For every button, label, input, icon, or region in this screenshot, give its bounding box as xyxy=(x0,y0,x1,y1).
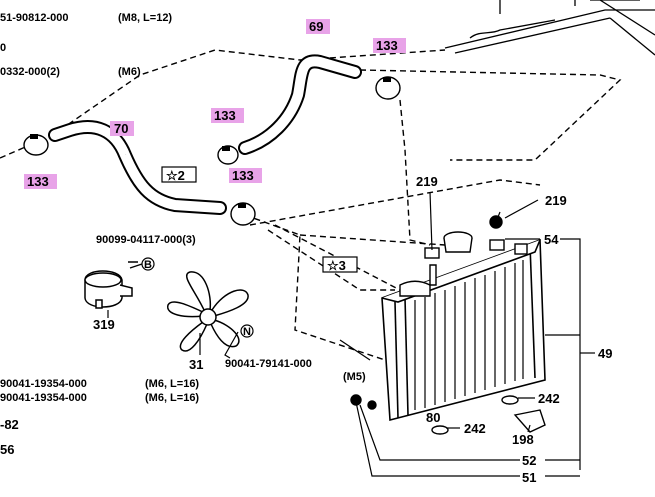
part-left1-spec: (M6, L=16) xyxy=(145,378,199,390)
ref-b-circle xyxy=(141,257,155,271)
callout-242-left: 242 xyxy=(464,421,486,436)
callout-219-left: 219 xyxy=(416,174,438,189)
part-left1: 90041-19354-000 xyxy=(0,378,87,390)
callout-49: 49 xyxy=(598,346,612,361)
part-bolt: 90099-04117-000(3) xyxy=(96,234,196,246)
star3-box xyxy=(322,256,358,273)
clamp-tabs xyxy=(30,77,391,208)
callout-80: 80 xyxy=(426,410,440,425)
ref-n-circle xyxy=(240,324,254,338)
radiator-mounts xyxy=(350,215,546,435)
radiator-cap xyxy=(399,231,528,297)
leader-lines xyxy=(107,191,595,477)
part-top1-spec: (M8, L=12) xyxy=(118,12,172,24)
ref-circles xyxy=(141,257,254,338)
hose-69-inner xyxy=(240,56,360,153)
star2-label: ☆2 xyxy=(166,168,185,183)
radiator xyxy=(381,238,546,422)
star3-label: ☆3 xyxy=(327,258,346,273)
callout-133-right: 133 xyxy=(232,168,254,183)
fan-motor xyxy=(84,261,138,309)
callout-319: 319 xyxy=(93,317,115,332)
cooling-fan xyxy=(167,271,249,352)
star2-box xyxy=(161,166,197,183)
callout-highlights xyxy=(24,19,406,189)
ref-b-label: B xyxy=(144,259,152,271)
ref-n-label: N xyxy=(243,326,251,338)
callout-31: 31 xyxy=(189,357,203,372)
body-panel xyxy=(444,0,655,56)
part-top1: 51-90812-000 xyxy=(0,12,69,24)
callout-51: 51 xyxy=(522,470,536,485)
part-82: -82 xyxy=(0,417,19,432)
radiator-fins xyxy=(414,260,524,410)
part-left2-spec: (M6, L=16) xyxy=(145,392,199,404)
part-m5: (M5) xyxy=(343,371,366,383)
callout-133-mid: 133 xyxy=(214,108,236,123)
callout-70: 70 xyxy=(114,121,128,136)
callout-219-right: 219 xyxy=(545,193,567,208)
part-0: 0 xyxy=(0,42,6,54)
part-fanbolt: 90041-79141-000 xyxy=(225,358,312,370)
star-ref-boxes xyxy=(161,166,358,273)
callout-198: 198 xyxy=(512,432,534,447)
part-56: 56 xyxy=(0,442,14,457)
callout-133-left: 133 xyxy=(27,174,49,189)
callout-242-right: 242 xyxy=(538,391,560,406)
part-top2-spec: (M6) xyxy=(118,66,141,78)
hose-70-inner xyxy=(50,122,225,213)
callout-69: 69 xyxy=(309,19,323,34)
part-left2: 90041-19354-000 xyxy=(0,392,87,404)
callout-54: 54 xyxy=(544,232,559,247)
callout-52: 52 xyxy=(522,453,536,468)
part-top2: 0332-000(2) xyxy=(0,66,60,78)
callout-133-top: 133 xyxy=(376,38,398,53)
